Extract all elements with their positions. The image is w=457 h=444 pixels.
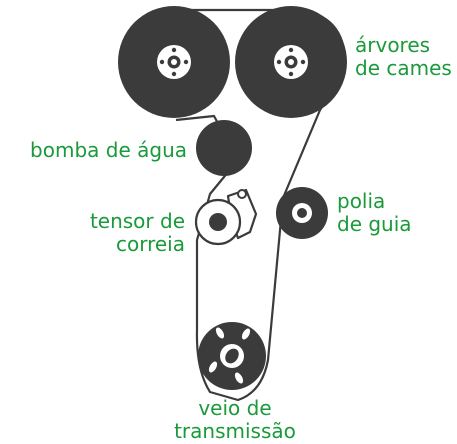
- label-belt-tensioner: tensor de correia: [90, 210, 185, 256]
- label-camshafts: árvores de cames: [355, 34, 452, 80]
- label-drive-shaft-line1: veio de: [198, 396, 272, 420]
- label-water-pump: bomba de água: [30, 139, 187, 162]
- label-water-pump-line1: bomba de água: [30, 138, 187, 162]
- label-belt-tensioner-line1: tensor de: [89, 209, 185, 233]
- label-guide-pulley-line1: polia: [337, 189, 386, 213]
- camshaft-pulley-right: [235, 6, 347, 118]
- label-camshafts-line1: árvores: [355, 33, 431, 57]
- guide-pulley: [276, 187, 328, 239]
- label-drive-shaft-line2: transmissão: [174, 419, 296, 443]
- camshaft-pulley-left: [118, 6, 230, 118]
- label-drive-shaft: veio de transmissão: [150, 397, 320, 443]
- drive-shaft-pulley: [198, 322, 266, 390]
- belt-tensioner: [194, 188, 258, 246]
- label-guide-pulley-line2: de guia: [337, 212, 412, 236]
- label-belt-tensioner-line2: correia: [115, 232, 185, 256]
- label-camshafts-line2: de cames: [355, 56, 452, 80]
- label-guide-pulley: polia de guia: [337, 190, 412, 236]
- water-pump-pulley: [196, 120, 252, 176]
